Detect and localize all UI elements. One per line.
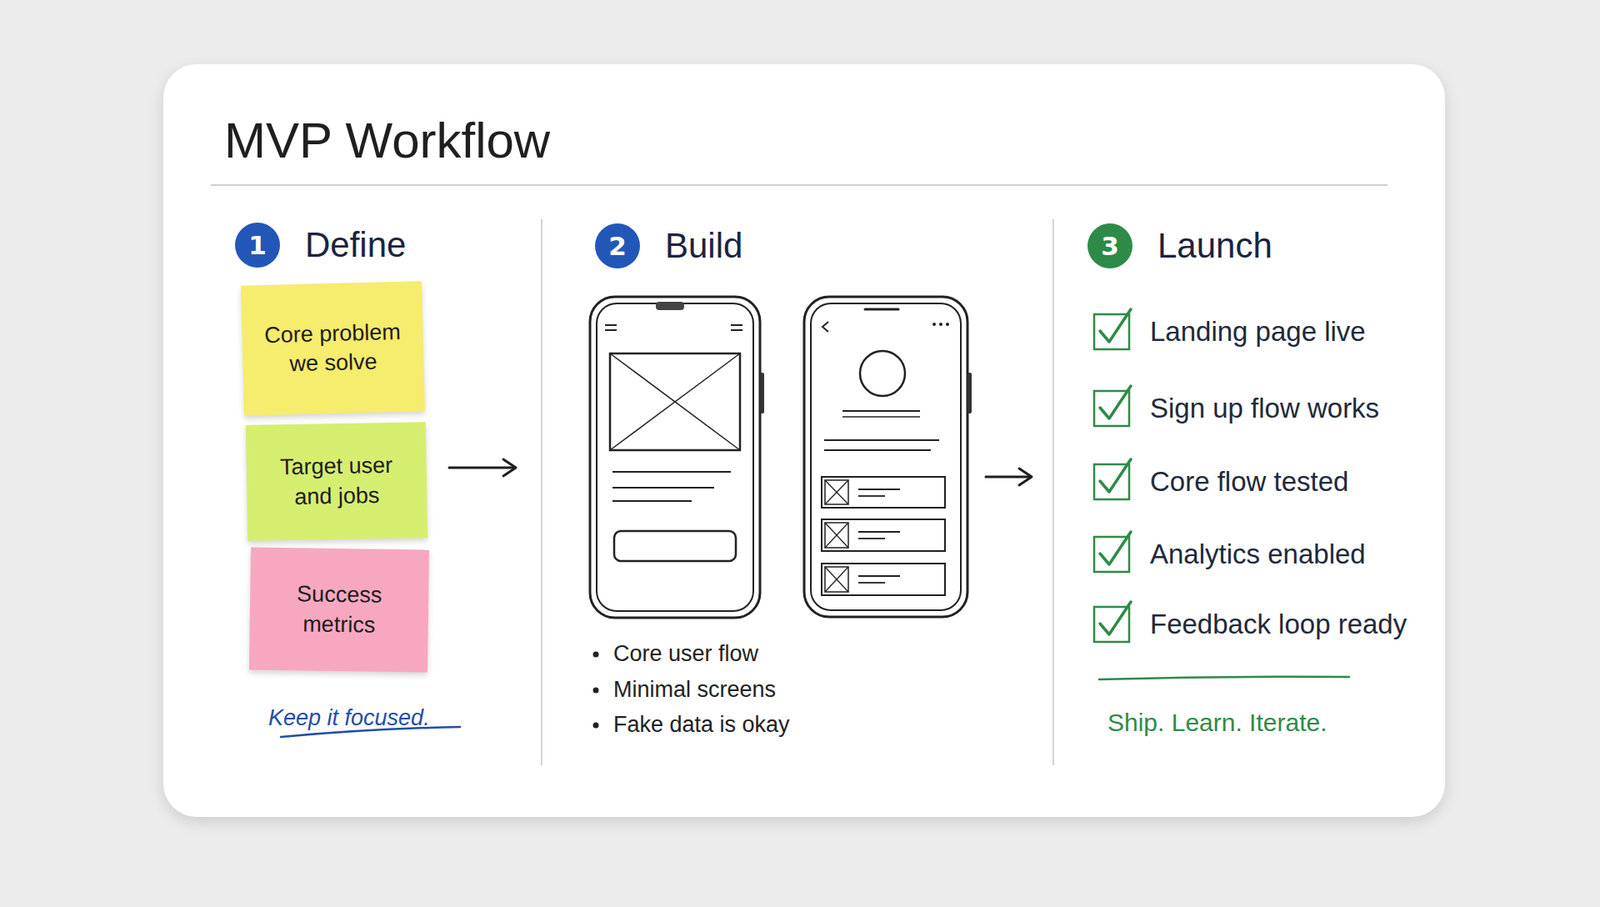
flow-arrow	[449, 466, 515, 470]
step-heading: Define	[305, 225, 406, 265]
thumb-cross	[825, 566, 849, 592]
sticky-note: Success metrics	[249, 547, 430, 673]
text-line	[858, 575, 900, 577]
bullet-text: Core user flow	[613, 640, 759, 667]
more-icon	[939, 322, 943, 326]
text-line	[858, 530, 900, 533]
text-line	[858, 495, 885, 497]
bullet-text: Minimal screens	[613, 676, 776, 703]
column-divider	[1052, 219, 1055, 765]
checklist-item: Landing page live	[1150, 315, 1366, 348]
button-placeholder	[614, 530, 736, 561]
check-mark	[1100, 309, 1131, 342]
thumb-cross	[825, 480, 849, 505]
check-mark	[1100, 531, 1131, 565]
bullet-dot	[593, 722, 600, 729]
image-placeholder-cross	[610, 353, 740, 450]
phone-outline	[804, 296, 968, 617]
step-number: 2	[608, 233, 627, 260]
more-icon	[945, 322, 950, 326]
text-line	[824, 449, 931, 451]
phone-speaker	[865, 308, 899, 311]
thumb-placeholder	[825, 480, 849, 505]
phone-screen	[596, 303, 754, 611]
sticky-note: Target user and jobs	[245, 421, 428, 541]
check-mark	[1100, 459, 1131, 492]
checkbox	[1094, 606, 1130, 642]
text-line	[858, 581, 885, 584]
note-text: Keep it focused.	[268, 705, 430, 731]
bullet-dot	[593, 651, 600, 658]
thumb-cross	[825, 522, 849, 548]
menu-icon	[605, 324, 617, 326]
bullet-text: Fake data is okay	[613, 711, 790, 738]
step-number-circle: 1Define	[235, 222, 280, 268]
step-number: 3	[1100, 233, 1120, 260]
sticky-text: Success metrics	[270, 579, 410, 640]
sticky-text: Core problem we solve	[261, 317, 405, 380]
thumb-cross	[825, 480, 849, 505]
list-row	[821, 476, 945, 508]
sticky-text: Target user and jobs	[265, 450, 407, 512]
thumb-cross	[825, 522, 849, 548]
phone-side-button	[967, 372, 972, 414]
list-row	[821, 519, 945, 551]
step-number: 1	[248, 232, 267, 259]
image-placeholder	[610, 353, 740, 450]
sticky-note: Core problem we solve	[240, 280, 425, 416]
text-line	[858, 537, 885, 540]
tagline-text: Ship. Learn. Iterate.	[1107, 708, 1328, 737]
thumb-placeholder	[825, 566, 849, 592]
arrow-head	[503, 459, 516, 476]
checkbox	[1094, 464, 1130, 500]
checklist-item: Sign up flow works	[1150, 392, 1380, 425]
text-line	[612, 500, 692, 502]
check-mark	[1100, 385, 1131, 419]
phone-side-button	[760, 372, 765, 414]
back-icon	[822, 321, 829, 332]
list-row	[821, 563, 945, 595]
text-line	[612, 486, 715, 489]
checklist-item: Analytics enabled	[1150, 538, 1366, 570]
menu-icon	[730, 324, 743, 326]
text-line	[842, 410, 920, 412]
checkbox	[1094, 390, 1130, 426]
thumb-cross	[825, 566, 849, 592]
arrow-head	[1019, 468, 1032, 485]
step-number-circle: 2Build	[595, 223, 640, 269]
text-line	[612, 470, 731, 473]
image-placeholder-cross	[610, 353, 740, 450]
step-heading: Launch	[1157, 225, 1273, 266]
checklist-item: Core flow tested	[1150, 465, 1349, 498]
checkbox	[1094, 536, 1130, 572]
more-icon	[932, 322, 936, 326]
checkbox	[1094, 314, 1130, 350]
thumb-placeholder	[825, 522, 849, 548]
title-divider	[210, 184, 1388, 186]
step-number-circle: 3Launch	[1087, 223, 1133, 269]
phone-outline	[590, 296, 760, 618]
menu-icon	[605, 329, 617, 331]
phone-notch	[655, 301, 685, 310]
bullet-dot	[593, 687, 600, 694]
avatar-placeholder	[860, 350, 905, 396]
phone-screen	[810, 303, 961, 610]
flow-arrow	[985, 475, 1031, 479]
underline-stroke	[1099, 676, 1350, 680]
checklist-item: Feedback loop ready	[1150, 608, 1407, 640]
check-mark	[1100, 601, 1131, 635]
diagram-title: MVP Workflow	[224, 111, 550, 170]
column-divider	[540, 219, 543, 765]
menu-icon	[730, 329, 743, 331]
text-line	[858, 488, 900, 490]
text-line	[824, 439, 940, 441]
step-heading: Build	[665, 225, 743, 266]
text-line	[842, 415, 920, 418]
